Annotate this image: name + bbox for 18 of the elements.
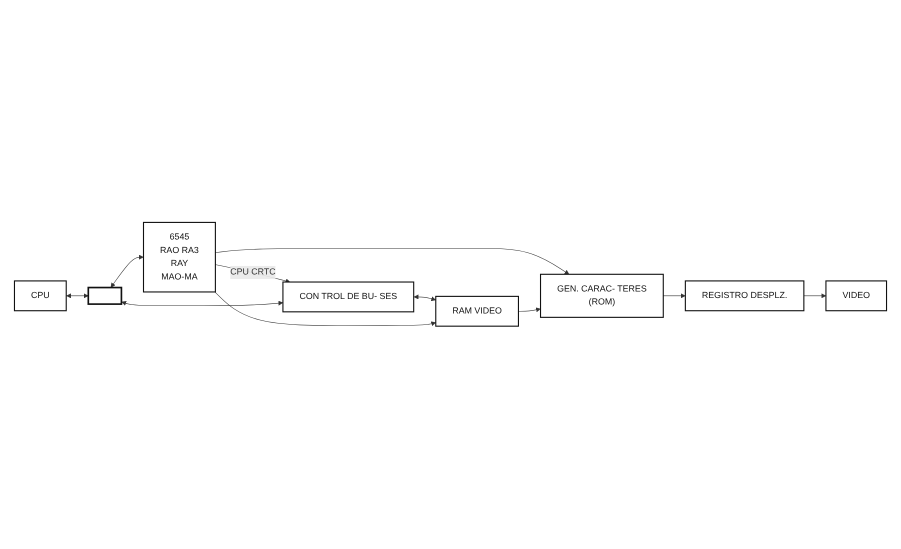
arrow: [214, 292, 436, 326]
arrow: [518, 308, 541, 312]
arrow: [110, 254, 144, 288]
node-box: REGISTRO DESPLZ.: [684, 280, 804, 312]
node-bar: [87, 286, 122, 306]
arrow: [66, 294, 89, 298]
arrow: [414, 294, 436, 302]
node-box: VIDEO: [825, 280, 888, 312]
node-box: GEN. CARAC- TERES (ROM): [540, 274, 664, 318]
edge-label: CPU CRTC: [230, 268, 276, 278]
arrow: [121, 300, 284, 306]
arrow: [804, 294, 826, 298]
node-box: CON TROL DE BU- SES: [282, 282, 414, 313]
node-box: 6545 RAO RA3 RAY MAO-MA: [142, 222, 216, 293]
arrow: [215, 248, 570, 275]
arrow: [663, 294, 686, 298]
node-box: CPU: [14, 280, 67, 312]
node-box: RAM VIDEO: [435, 296, 519, 327]
